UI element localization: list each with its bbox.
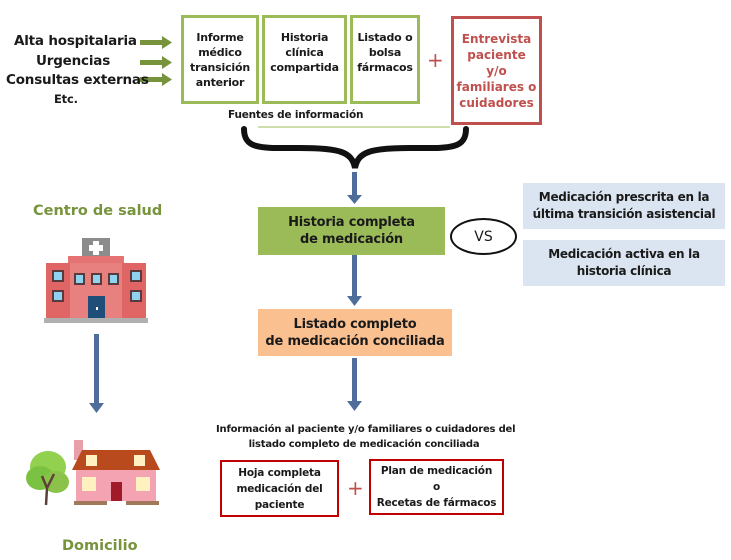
box-line: paciente [254,498,305,511]
origin-urgencias: Urgencias [36,53,111,69]
info-line: listado completo de medicación conciliad… [248,439,480,450]
source-box-listado-farmacos: Listado o bolsa fármacos [350,15,420,104]
box-line: o [432,481,440,493]
vs-ellipse: VS [450,218,517,255]
box-line: fármacos [357,61,413,74]
sources-caption: Fuentes de información [228,109,364,121]
box-line: Medicación prescrita en la [538,190,710,204]
box-line: bolsa [368,46,402,59]
box-line: médico [198,45,242,59]
plus-sign: + [347,476,364,500]
box-line: Historia completa [288,215,415,230]
place-centro-de-salud: Centro de salud [33,203,163,219]
box-line: Plan de medicación [380,465,493,477]
box-line: Recetas de fármacos [376,497,497,509]
box-line: familiares o [456,79,537,94]
source-box-informe-medico: Informe médico transición anterior [181,15,259,104]
output-box-plan-medicacion: Plan de medicación o Recetas de fármacos [369,459,504,515]
origin-arrow [140,56,172,69]
origin-etc: Etc. [54,92,78,106]
origin-consultas-externas: Consultas externas [6,72,149,88]
box-line: Medicación activa en la [548,247,700,261]
box-line: transición [190,60,250,74]
plus-sign: + [427,48,444,72]
box-line: y/o [486,63,507,78]
arrow-to-info [347,358,362,411]
box-line: Listado o [357,31,413,44]
box-line: Entrevista [461,31,532,46]
origin-arrow [140,73,172,86]
output-box-hoja-completa: Hoja completa medicación del paciente [220,460,339,517]
info-line: Información al paciente y/o familiares o… [216,424,516,435]
compare-box-prescrita: Medicación prescrita en la última transi… [523,183,725,229]
reconciled-box: Listado completo de medicación conciliad… [258,309,452,356]
place-domicilio: Domicilio [62,538,138,554]
box-line: Historia [280,31,329,44]
arrow-to-history [347,172,362,204]
home-icon [26,440,160,506]
compare-box-activa: Medicación activa en la historia clínica [523,240,725,286]
box-line: última transición asistencial [532,207,716,221]
box-line: medicación del [236,482,323,495]
arrow-center-to-home [89,334,104,413]
box-line: clínica [285,46,324,59]
box-line: historia clínica [576,264,672,278]
curly-brace [241,126,469,169]
box-line: Informe [196,30,244,44]
box-line: compartida [270,61,339,74]
box-line: paciente [467,47,526,62]
arrow-to-reconciled [347,254,362,306]
box-line: anterior [195,75,245,89]
source-box-historia-clinica: Historia clínica compartida [262,15,347,104]
health-center-icon [44,238,148,323]
box-line: Listado completo [293,316,417,332]
box-line: de medicación conciliada [265,333,445,349]
box-line: cuidadores [459,95,534,110]
source-box-entrevista: Entrevista paciente y/o familiares o cui… [451,16,542,125]
info-text: Información al paciente y/o familiares o… [216,422,516,452]
history-box: Historia completa de medicación [258,207,445,255]
origin-alta-hospitalaria: Alta hospitalaria [14,33,137,49]
origin-arrow [140,36,172,49]
box-line: de medicación [299,232,403,247]
box-line: Hoja completa [238,466,321,479]
